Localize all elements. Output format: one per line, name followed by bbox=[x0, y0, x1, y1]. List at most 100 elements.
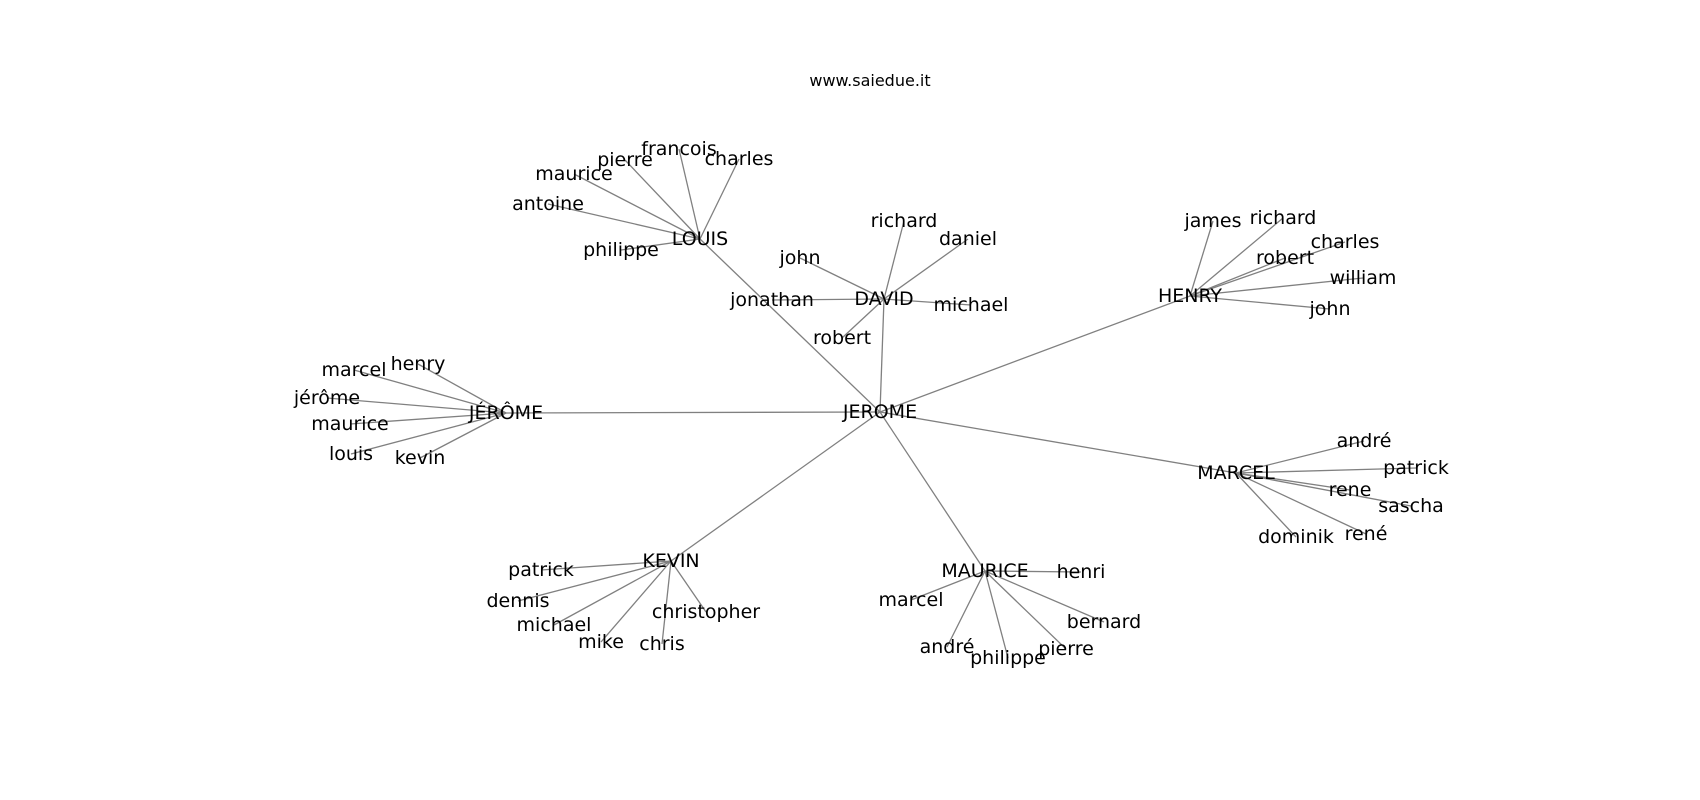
edges-layer bbox=[326, 148, 1417, 659]
leaf-henry-james: james bbox=[1183, 210, 1241, 232]
edge-henry-william bbox=[1189, 277, 1364, 297]
leaf-david-richard: richard bbox=[871, 210, 938, 232]
edge-david-jonathan bbox=[771, 298, 885, 301]
edge-marcel-sascha bbox=[1235, 472, 1412, 507]
leaf-marcel-sascha: sascha bbox=[1378, 495, 1444, 517]
edge-maurice-bernard bbox=[984, 570, 1105, 623]
leaf-jerome-kevin: kevin bbox=[395, 447, 446, 469]
edge-henry-robert bbox=[1189, 257, 1286, 297]
leaf-louis-maurice: maurice bbox=[535, 163, 612, 185]
leaf-jerome-henry: henry bbox=[391, 353, 446, 375]
edge-jerome-marcel bbox=[353, 369, 507, 414]
leaf-kevin-christopher: christopher bbox=[652, 601, 760, 623]
leaf-louis-philippe: philippe bbox=[583, 239, 659, 261]
edge-marcel-rene bbox=[1235, 472, 1367, 535]
leaf-henry-charles: charles bbox=[1311, 231, 1380, 253]
leaf-kevin-michael: michael bbox=[517, 614, 592, 636]
node-david: DAVID bbox=[854, 288, 913, 310]
leaf-henry-richard: richard bbox=[1250, 207, 1317, 229]
edge-louis-francois bbox=[678, 148, 701, 240]
node-louis: LOUIS bbox=[672, 228, 728, 250]
leaf-marcel-rene: rené bbox=[1345, 523, 1388, 545]
edge-kevin-dennis bbox=[517, 560, 672, 602]
edge-maurice-philippe bbox=[984, 570, 1009, 659]
edge-henry-richard bbox=[1189, 217, 1284, 297]
leaf-jerome-louis: louis bbox=[329, 443, 373, 465]
leaf-kevin-chris: chris bbox=[639, 633, 684, 655]
leaf-louis-pierre: pierre bbox=[597, 149, 653, 171]
edge-louis-philippe bbox=[620, 238, 701, 251]
leaf-louis-antoine: antoine bbox=[512, 193, 584, 215]
edge-kevin-chris bbox=[661, 560, 672, 645]
edge-jerome-maurice bbox=[349, 412, 507, 425]
node-jerome: JÉRÔME bbox=[468, 400, 543, 424]
edge-jerome-david bbox=[879, 298, 885, 413]
edge-henry-james bbox=[1189, 220, 1214, 297]
leaf-maurice-henri: henri bbox=[1057, 561, 1106, 583]
leaf-henry-john: john bbox=[1309, 298, 1351, 320]
edge-marcel-patrick bbox=[1235, 467, 1417, 474]
edge-henry-charles bbox=[1189, 241, 1346, 297]
edge-kevin-christopher bbox=[670, 560, 707, 613]
edge-david-robert bbox=[841, 298, 885, 339]
leaf-kevin-mike: mike bbox=[578, 631, 624, 653]
leaf-jerome-marcel: marcel bbox=[322, 359, 387, 381]
edge-louis-charles bbox=[699, 158, 740, 240]
leaf-henry-william: william bbox=[1330, 267, 1397, 289]
edge-maurice-andre bbox=[946, 570, 986, 648]
edge-louis-pierre bbox=[624, 159, 701, 240]
leaf-maurice-philippe: philippe bbox=[970, 647, 1046, 669]
node-jerome: JEROME bbox=[842, 401, 917, 423]
leaf-david-john: john bbox=[779, 247, 821, 269]
leaf-louis-francois: francois bbox=[641, 138, 716, 160]
leaf-david-michael: michael bbox=[934, 294, 1009, 316]
edge-jerome-maurice bbox=[879, 411, 986, 572]
edge-jerome-kevin bbox=[419, 412, 507, 459]
leaf-david-daniel: daniel bbox=[939, 228, 997, 250]
leaf-kevin-patrick: patrick bbox=[508, 559, 574, 581]
leaf-marcel-andre: andré bbox=[1337, 430, 1392, 452]
edge-jerome-louis bbox=[350, 412, 507, 455]
edge-jerome-henry bbox=[417, 363, 507, 414]
edge-marcel-rene bbox=[1235, 472, 1351, 491]
edge-jerome-jerome bbox=[326, 397, 507, 414]
edge-david-john bbox=[799, 257, 885, 300]
edge-marcel-andre bbox=[1235, 440, 1365, 474]
leaf-marcel-rene: rene bbox=[1329, 479, 1372, 501]
edge-jerome-jerome bbox=[505, 411, 881, 414]
edge-david-michael bbox=[883, 298, 972, 306]
leaf-marcel-dominik: dominik bbox=[1258, 526, 1334, 548]
edge-marcel-dominik bbox=[1235, 472, 1297, 538]
edge-kevin-patrick bbox=[540, 560, 672, 571]
edge-kevin-michael bbox=[553, 560, 672, 626]
edge-maurice-henri bbox=[984, 570, 1082, 573]
leaf-marcel-patrick: patrick bbox=[1383, 457, 1449, 479]
leaf-david-jonathan: jonathan bbox=[729, 289, 814, 311]
node-marcel: MARCEL bbox=[1197, 462, 1275, 484]
leaf-maurice-pierre: pierre bbox=[1038, 638, 1094, 660]
leaf-david-robert: robert bbox=[813, 327, 871, 349]
leaf-maurice-marcel: marcel bbox=[879, 589, 944, 611]
leaf-maurice-andre: andré bbox=[920, 636, 975, 658]
edge-jerome-henry bbox=[879, 295, 1191, 413]
edge-louis-antoine bbox=[547, 203, 701, 240]
leaf-kevin-dennis: dennis bbox=[486, 590, 549, 612]
leaf-henry-robert: robert bbox=[1256, 247, 1314, 269]
leaf-jerome-jerome: jérôme bbox=[293, 387, 360, 409]
node-kevin: KEVIN bbox=[642, 550, 699, 572]
edge-jerome-louis bbox=[699, 238, 881, 413]
edge-jerome-marcel bbox=[879, 411, 1237, 474]
edge-jerome-kevin bbox=[670, 411, 881, 562]
leaf-jerome-maurice: maurice bbox=[311, 413, 388, 435]
site-title: www.saiedue.it bbox=[809, 71, 930, 90]
edge-kevin-mike bbox=[600, 560, 672, 643]
edge-david-daniel bbox=[883, 238, 969, 300]
edge-david-richard bbox=[883, 220, 905, 300]
node-maurice: MAURICE bbox=[941, 560, 1028, 582]
leaf-maurice-bernard: bernard bbox=[1067, 611, 1141, 633]
edge-maurice-pierre bbox=[984, 570, 1067, 650]
node-henry: HENRY bbox=[1158, 285, 1222, 307]
edge-louis-maurice bbox=[573, 173, 701, 240]
